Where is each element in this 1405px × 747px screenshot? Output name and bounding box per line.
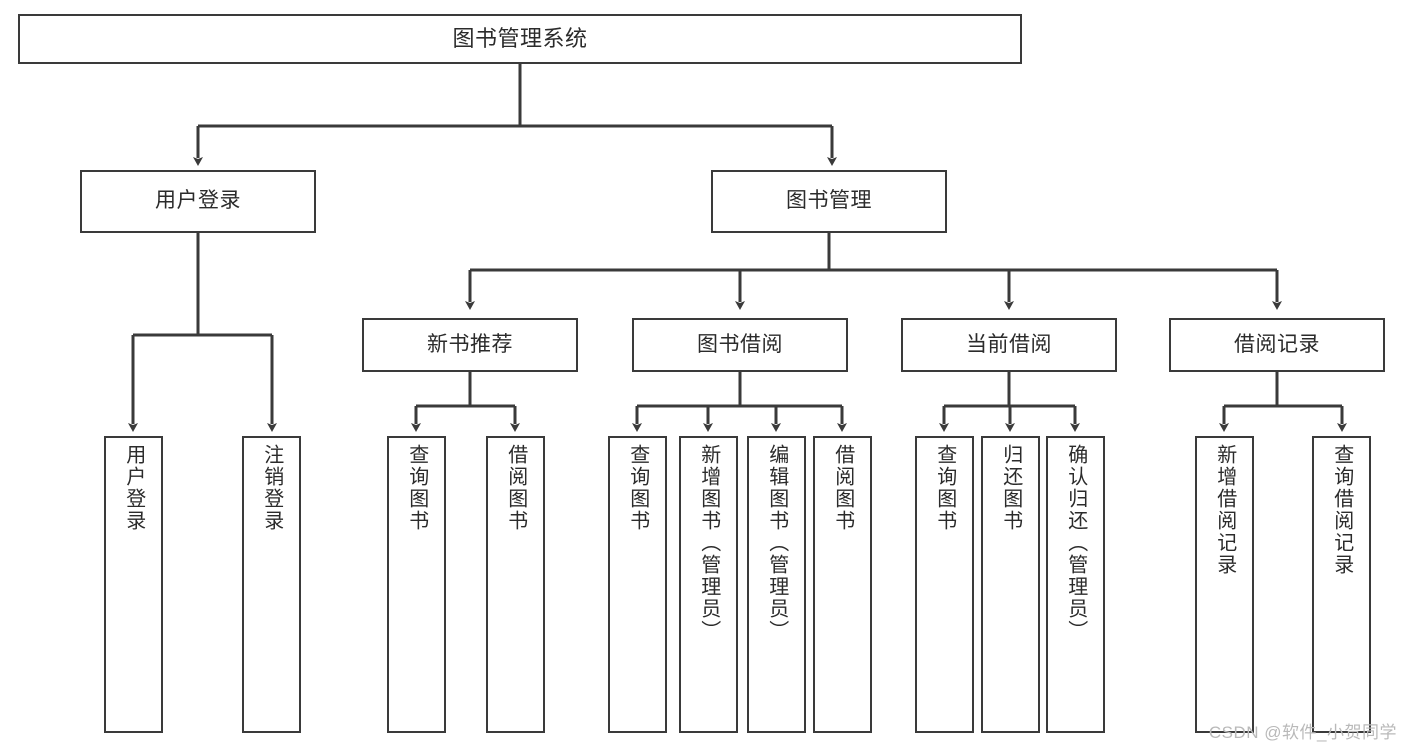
leaf-new-book-query[interactable]: 查询图书 [387,436,446,733]
node-current-borrow-label: 当前借阅 [966,332,1052,356]
leaf-record-query[interactable]: 查询借阅记录 [1312,436,1371,733]
leaf-borrow-edit-book[interactable]: 编辑图书（管理员） [747,436,806,733]
node-borrow-record[interactable]: 借阅记录 [1169,318,1385,372]
node-current-borrow[interactable]: 当前借阅 [901,318,1117,372]
leaf-borrow-borrow-book[interactable]: 借阅图书 [813,436,872,733]
node-new-book-recommend-label: 新书推荐 [427,332,513,356]
leaf-borrow-query-book[interactable]: 查询图书 [608,436,667,733]
node-root[interactable]: 图书管理系统 [18,14,1022,64]
leaf-new-book-query-label: 查询图书 [405,444,428,532]
leaf-record-add[interactable]: 新增借阅记录 [1195,436,1254,733]
leaf-current-query-book[interactable]: 查询图书 [915,436,974,733]
leaf-borrow-add-book[interactable]: 新增图书（管理员） [679,436,738,733]
leaf-borrow-borrow-book-label: 借阅图书 [831,444,854,532]
leaf-borrow-add-book-label: 新增图书（管理员） [697,444,720,642]
node-root-label: 图书管理系统 [452,26,588,52]
node-book-borrow-label: 图书借阅 [697,332,783,356]
leaf-user-login-signout[interactable]: 注销登录 [242,436,301,733]
node-borrow-record-label: 借阅记录 [1234,332,1320,356]
node-book-borrow[interactable]: 图书借阅 [632,318,848,372]
leaf-current-query-book-label: 查询图书 [933,444,956,532]
leaf-user-login-signin[interactable]: 用户登录 [104,436,163,733]
leaf-current-return-book-label: 归还图书 [999,444,1022,532]
node-user-login[interactable]: 用户登录 [80,170,316,233]
leaf-current-confirm-return[interactable]: 确认归还（管理员） [1046,436,1105,733]
leaf-borrow-edit-book-label: 编辑图书（管理员） [765,444,788,642]
leaf-current-return-book[interactable]: 归还图书 [981,436,1040,733]
leaf-borrow-query-book-label: 查询图书 [626,444,649,532]
node-new-book-recommend[interactable]: 新书推荐 [362,318,578,372]
leaf-record-query-label: 查询借阅记录 [1330,444,1353,576]
node-user-login-label: 用户登录 [155,189,241,213]
leaf-new-book-borrow[interactable]: 借阅图书 [486,436,545,733]
leaf-record-add-label: 新增借阅记录 [1213,444,1236,576]
leaf-user-login-signin-label: 用户登录 [122,444,145,532]
leaf-current-confirm-return-label: 确认归还（管理员） [1064,444,1087,642]
node-book-management[interactable]: 图书管理 [711,170,947,233]
leaf-new-book-borrow-label: 借阅图书 [504,444,527,532]
node-book-management-label: 图书管理 [786,189,872,213]
leaf-user-login-signout-label: 注销登录 [260,444,283,532]
